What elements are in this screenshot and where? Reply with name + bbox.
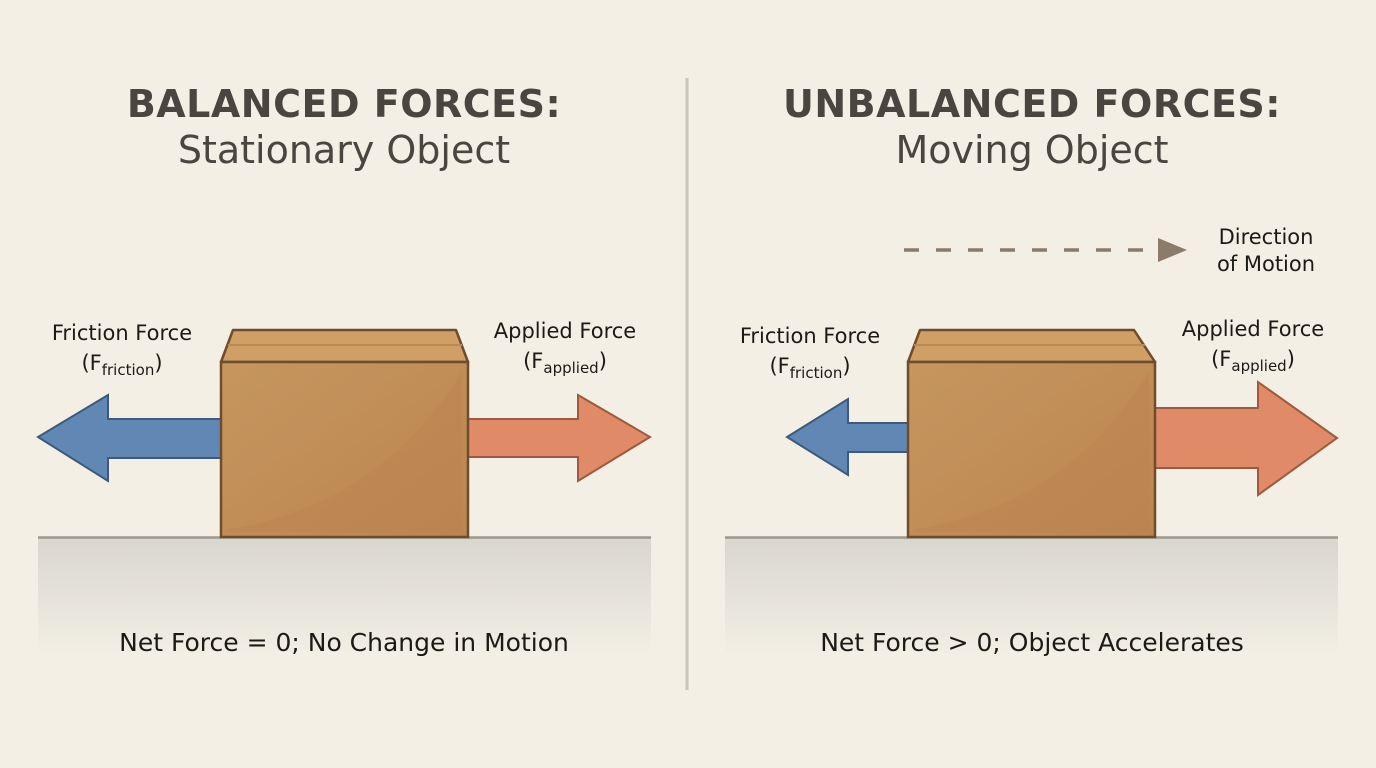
left-friction-label: Friction Force (Ffriction) [22,318,222,385]
motion-label-line1: Direction [1218,225,1314,249]
applied-symbol: (Fapplied) [523,349,607,377]
left-panel-title: BALANCED FORCES: [126,82,562,126]
friction-label-text: Friction Force [51,321,193,345]
applied-arrow-icon [1154,380,1339,497]
right-friction-label: Friction Force (Ffriction) [710,321,910,388]
applied-arrow-icon [467,393,652,483]
left-panel-subtitle: Stationary Object [177,128,511,172]
motion-direction-label: Direction of Motion [1196,224,1336,278]
friction-arrow-icon [785,397,909,477]
friction-symbol: (Ffriction) [769,354,851,382]
left-caption: Net Force = 0; No Change in Motion [119,628,569,657]
friction-label-text: Friction Force [739,324,881,348]
friction-symbol: (Ffriction) [81,351,163,379]
left-applied-label: Applied Force (Fapplied) [465,316,665,383]
right-panel-title: UNBALANCED FORCES: [782,82,1281,126]
applied-label-text: Applied Force [1181,317,1325,341]
applied-symbol: (Fapplied) [1211,347,1295,375]
right-ground [725,536,1338,652]
applied-label-text: Applied Force [493,319,637,343]
motion-label-line2: of Motion [1216,252,1316,276]
right-panel-subtitle: Moving Object [895,128,1169,172]
box-icon [906,328,1157,539]
motion-direction-arrow-icon [904,238,1187,262]
right-applied-label: Applied Force (Fapplied) [1153,314,1353,381]
right-caption: Net Force > 0; Object Accelerates [820,628,1244,657]
friction-arrow-icon [36,393,222,483]
box-icon [219,328,470,539]
